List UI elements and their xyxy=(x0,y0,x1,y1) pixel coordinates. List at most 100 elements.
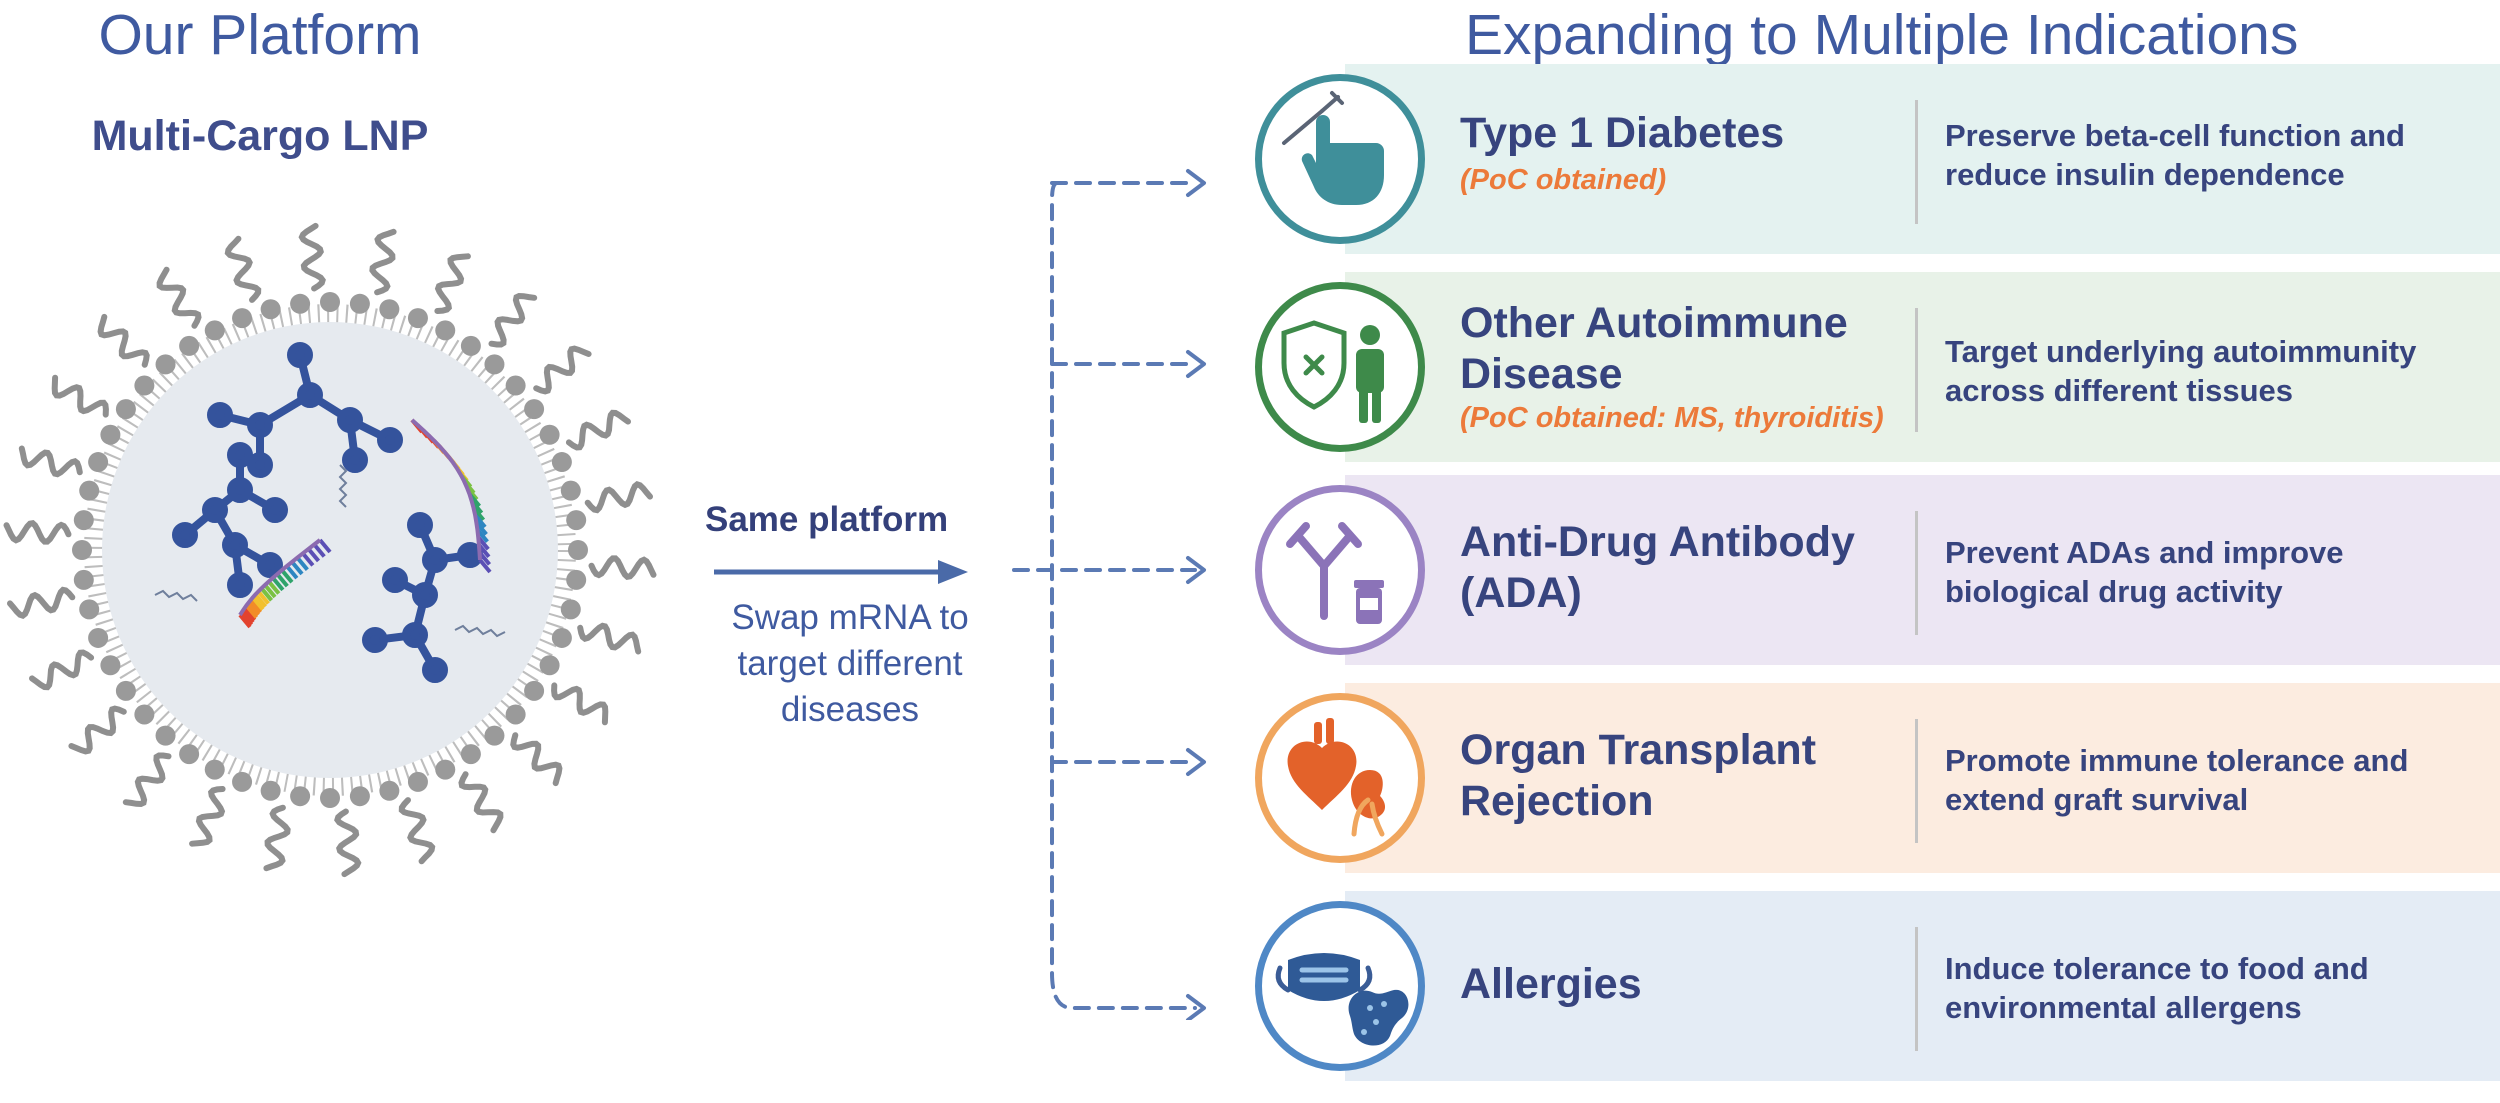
lipid-head xyxy=(134,375,155,396)
platform-arrow xyxy=(714,560,968,584)
mrna-base xyxy=(253,593,267,608)
indication-title-line-2: (ADA) xyxy=(1460,569,1582,617)
lipid-head xyxy=(155,725,176,746)
mrna-base xyxy=(259,587,274,602)
lipid-head xyxy=(560,480,581,501)
lnp-particle-illustration xyxy=(3,222,657,878)
protein-cargo xyxy=(172,342,483,683)
lipid-head xyxy=(232,771,253,792)
mrna-base xyxy=(251,596,265,611)
mrna-base xyxy=(267,580,281,595)
indication-title-line-1: Anti-Drug Antibody xyxy=(1460,518,1855,566)
lipid-head xyxy=(260,780,281,801)
lipid-head xyxy=(204,759,225,780)
lipid-head xyxy=(290,293,311,314)
lipid-head xyxy=(379,299,400,320)
lipid-head xyxy=(539,655,560,676)
peg-tail xyxy=(7,586,76,619)
lipid-head xyxy=(100,424,121,445)
peg-tail xyxy=(122,752,172,808)
indication-card-other-autoimmune-disease: Other Autoimmune Disease (PoC obtained: … xyxy=(1255,272,2500,462)
indication-card-organ-transplant-rejection: Organ Transplant Rejection Promote immun… xyxy=(1255,683,2500,873)
card-background xyxy=(1345,891,2500,1081)
indication-description-line-1: Promote immune tolerance and xyxy=(1945,743,2409,778)
peg-tail xyxy=(298,222,326,292)
peg-tail xyxy=(533,345,592,395)
lipid-head xyxy=(435,759,456,780)
lipid-head xyxy=(73,510,94,531)
lipid-head xyxy=(100,655,121,676)
indication-poc-note: (PoC obtained) xyxy=(1460,164,1667,196)
indication-title: Allergies xyxy=(1460,960,1642,1008)
card-background xyxy=(1345,475,2500,665)
mrna-base xyxy=(285,564,299,580)
shield-person-icon xyxy=(1255,282,1425,452)
lipid-head xyxy=(560,599,581,620)
peg-tail xyxy=(577,622,642,655)
lipid-head xyxy=(524,399,545,420)
indication-card-type-1-diabetes: Type 1 Diabetes (PoC obtained) Preserve … xyxy=(1255,64,2500,254)
lipid-head xyxy=(320,788,340,808)
branch-connectors xyxy=(1012,169,1206,1020)
peg-tail xyxy=(51,374,109,418)
lipid-head xyxy=(539,424,560,445)
mrna-strand-1 xyxy=(410,418,492,574)
indication-title-line-1: Other Autoimmune xyxy=(1460,299,1848,347)
indication-title-line-2: Disease xyxy=(1460,350,1623,398)
peg-tail xyxy=(18,445,83,478)
lipid-head xyxy=(115,399,136,420)
swap-mrna-text: Swap mRNA to target different diseases xyxy=(731,598,969,729)
mrna-base xyxy=(275,572,289,588)
lipid-head xyxy=(73,569,94,590)
lipid-head xyxy=(155,354,176,375)
indication-poc-note: (PoC obtained: MS, thyroiditis) xyxy=(1460,402,1884,434)
lipid-head xyxy=(484,725,505,746)
card-divider xyxy=(1915,308,1918,432)
peg-tail xyxy=(565,409,631,451)
indication-description-line-2: across different tissues xyxy=(1945,373,2294,408)
lipid-head xyxy=(435,320,456,341)
indication-title-line-2: Rejection xyxy=(1460,777,1654,825)
mrna-base xyxy=(478,558,492,574)
mrna-base xyxy=(241,609,255,624)
card-divider xyxy=(1915,511,1918,635)
lipid-head xyxy=(79,480,100,501)
peg-tail xyxy=(68,705,127,755)
lipid-head xyxy=(460,335,481,356)
lipid-head xyxy=(551,452,572,473)
indication-description-line-1: Target underlying autoimmunity xyxy=(1945,334,2417,369)
lipid-head xyxy=(484,354,505,375)
mrna-base xyxy=(239,611,254,626)
indication-card-anti-drug-antibody: Anti-Drug Antibody (ADA) Prevent ADAs an… xyxy=(1255,475,2500,665)
indication-description-line-2: biological drug activity xyxy=(1945,574,2283,609)
lipid-head xyxy=(568,540,588,560)
peg-tail xyxy=(398,797,436,865)
syringe-hand-icon xyxy=(1255,74,1425,244)
peg-tail xyxy=(488,292,538,348)
lipid-head xyxy=(204,320,225,341)
lipid-head xyxy=(505,375,526,396)
mrna-backbone xyxy=(238,538,322,617)
indication-description-line-1: Induce tolerance to food and xyxy=(1945,951,2369,986)
mrna-base xyxy=(301,552,315,567)
lipid-head xyxy=(115,680,136,701)
mrna-strand-2 xyxy=(238,538,332,629)
lipid-head xyxy=(551,627,572,648)
lipid-head xyxy=(134,704,155,725)
mrna-base xyxy=(263,583,277,599)
lipid-head xyxy=(179,744,200,765)
antibody-vial-icon xyxy=(1255,485,1425,655)
lipid-tails xyxy=(3,222,657,878)
indication-description-line-1: Prevent ADAs and improve xyxy=(1945,535,2344,570)
indication-description-line-2: reduce insulin dependence xyxy=(1945,157,2345,192)
mrna-base xyxy=(306,547,321,563)
mrna-backbone xyxy=(410,418,482,561)
lipid-head xyxy=(524,680,545,701)
lipid-head xyxy=(72,540,92,560)
lipid-head xyxy=(505,704,526,725)
lipid-head xyxy=(179,335,200,356)
peg-tail xyxy=(551,682,609,726)
lipid-heads xyxy=(72,292,588,808)
mrna-base xyxy=(312,543,326,558)
mask-peanut-icon xyxy=(1255,901,1425,1071)
